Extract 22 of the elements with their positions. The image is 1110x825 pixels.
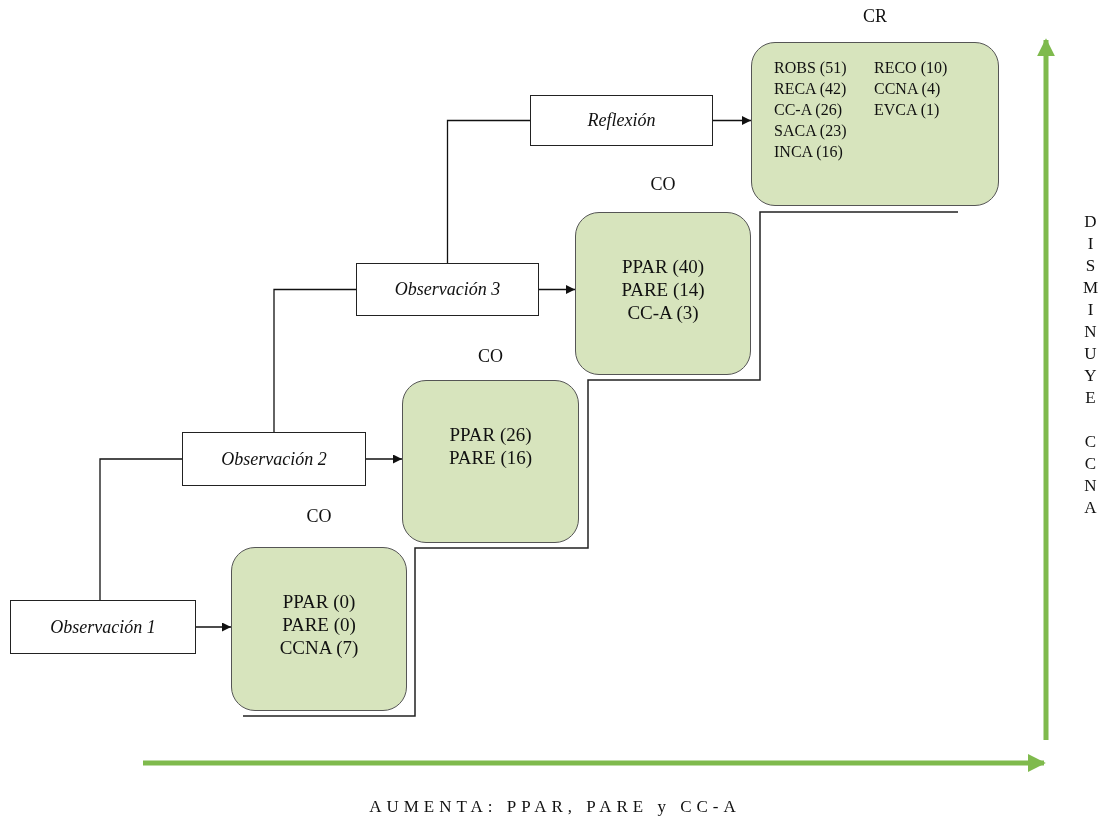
observation-box: Observación 2 — [182, 432, 366, 486]
observation-box: Observación 3 — [356, 263, 539, 316]
arrow — [365, 454, 403, 464]
category-heading: CO — [477, 346, 504, 367]
observation-box: Observación 1 — [10, 600, 196, 654]
axis-label: AUMENTA: PPAR, PARE y CC-A — [368, 797, 742, 817]
code-list: RECO (10) CCNA (4) EVCA (1) — [874, 57, 960, 205]
observation-box: Reflexión — [530, 95, 713, 146]
category-heading: CO — [305, 506, 333, 527]
connector-line — [273, 288, 357, 433]
arrow — [195, 622, 232, 632]
category-heading: CO — [649, 174, 677, 195]
code-list: PPAR (26) PARE (16) — [435, 381, 546, 542]
arrow — [712, 116, 752, 125]
code-list: PPAR (40) PARE (14) CC-A (3) — [608, 213, 718, 374]
code-list: ROBS (51) RECA (42) CC-A (26) SACA (23) INCA (16) — [774, 57, 860, 205]
category-heading: CR — [862, 6, 888, 27]
connector-line — [99, 458, 183, 601]
arrow — [538, 285, 576, 294]
axis-label: DISMINUYE CCNA — [1080, 212, 1100, 520]
connector-line — [446, 119, 531, 264]
code-list: PPAR (0) PARE (0) CCNA (7) — [264, 548, 374, 710]
